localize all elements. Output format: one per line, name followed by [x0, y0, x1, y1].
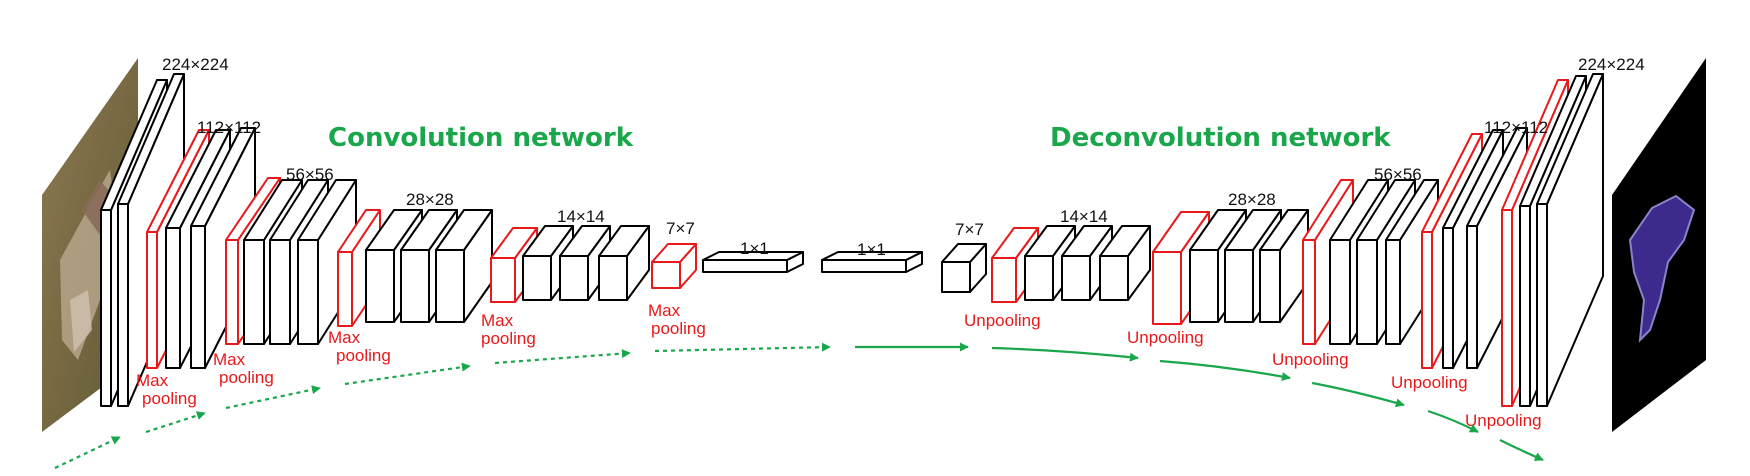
flow-arrow-dotted-2	[145, 411, 206, 434]
size-label-7-conv: 7×7	[666, 219, 695, 238]
flow-arrow-dotted-6	[654, 342, 831, 353]
size-label-14-deconv: 14×14	[1060, 207, 1108, 226]
max-pooling-label-2-max: Max	[213, 350, 246, 369]
feature-map-layer	[1259, 209, 1309, 323]
flow-arrow-solid-3	[1159, 359, 1291, 381]
unpooling-label-5: Unpooling	[1465, 411, 1542, 430]
feature-map-layer	[1099, 225, 1151, 301]
max-pooling-layer	[651, 243, 697, 289]
unpooling-label-3: Unpooling	[1272, 350, 1349, 369]
size-label-1-a: 1×1	[740, 239, 769, 258]
flow-arrow-solid-4	[1311, 381, 1405, 408]
flow-arrow-dotted-3	[225, 385, 321, 410]
convolution-network-title: Convolution network	[328, 123, 634, 153]
unpooling-label-1: Unpooling	[964, 311, 1041, 330]
size-label-224-input: 224×224	[162, 55, 229, 74]
output-segmentation-image	[1612, 58, 1706, 432]
size-label-112-conv: 112×112	[197, 118, 261, 137]
feature-map-layer	[1536, 73, 1604, 407]
feature-map-layer	[941, 243, 987, 293]
size-label-7-deconv: 7×7	[955, 220, 984, 239]
flow-arrow-dotted-1	[54, 436, 121, 469]
max-pooling-label-5-max: Max	[648, 301, 681, 320]
layer-stack	[100, 73, 1604, 407]
size-labels: 224×224 112×112 56×56 28×28 14×14 7×7 1×…	[162, 55, 1645, 259]
max-pooling-label-4-pooling: pooling	[481, 329, 536, 348]
feature-map-layer	[702, 251, 804, 273]
feature-map-layer	[821, 251, 923, 273]
max-pooling-label-2-pooling: pooling	[219, 368, 274, 387]
flow-arrow-solid-5	[1427, 409, 1479, 433]
size-label-28-deconv: 28×28	[1228, 190, 1276, 209]
size-label-112-deconv: 112×112	[1484, 118, 1548, 137]
unpooling-label-4: Unpooling	[1391, 373, 1468, 392]
max-pooling-label-1-max: Max	[136, 371, 169, 390]
max-pooling-label-3-pooling: pooling	[336, 346, 391, 365]
size-label-56-deconv: 56×56	[1374, 165, 1422, 184]
max-pooling-label-3-max: Max	[328, 328, 361, 347]
feature-map-layer	[435, 209, 493, 323]
unpooling-label-2: Unpooling	[1127, 328, 1204, 347]
max-pooling-label-1-pooling: pooling	[142, 389, 197, 408]
size-label-56-conv: 56×56	[286, 165, 334, 184]
size-label-1-b: 1×1	[857, 240, 886, 259]
max-pooling-label-4-max: Max	[481, 311, 514, 330]
size-label-224-output: 224×224	[1578, 55, 1645, 74]
flow-arrow-dotted-5	[494, 349, 631, 365]
flow-arrows	[54, 342, 1544, 469]
size-label-28-conv: 28×28	[406, 190, 454, 209]
size-label-14-conv: 14×14	[557, 207, 605, 226]
flow-arrow-dotted-4	[344, 362, 471, 386]
feature-map-layer	[598, 225, 650, 301]
flow-arrow-solid-2	[991, 346, 1139, 362]
max-pooling-label-5-pooling: pooling	[651, 319, 706, 338]
flow-arrow-solid-6	[1499, 439, 1544, 462]
deconvolution-network-title: Deconvolution network	[1050, 123, 1391, 153]
pooling-labels: Max pooling Max pooling Max pooling Max …	[136, 301, 1542, 430]
